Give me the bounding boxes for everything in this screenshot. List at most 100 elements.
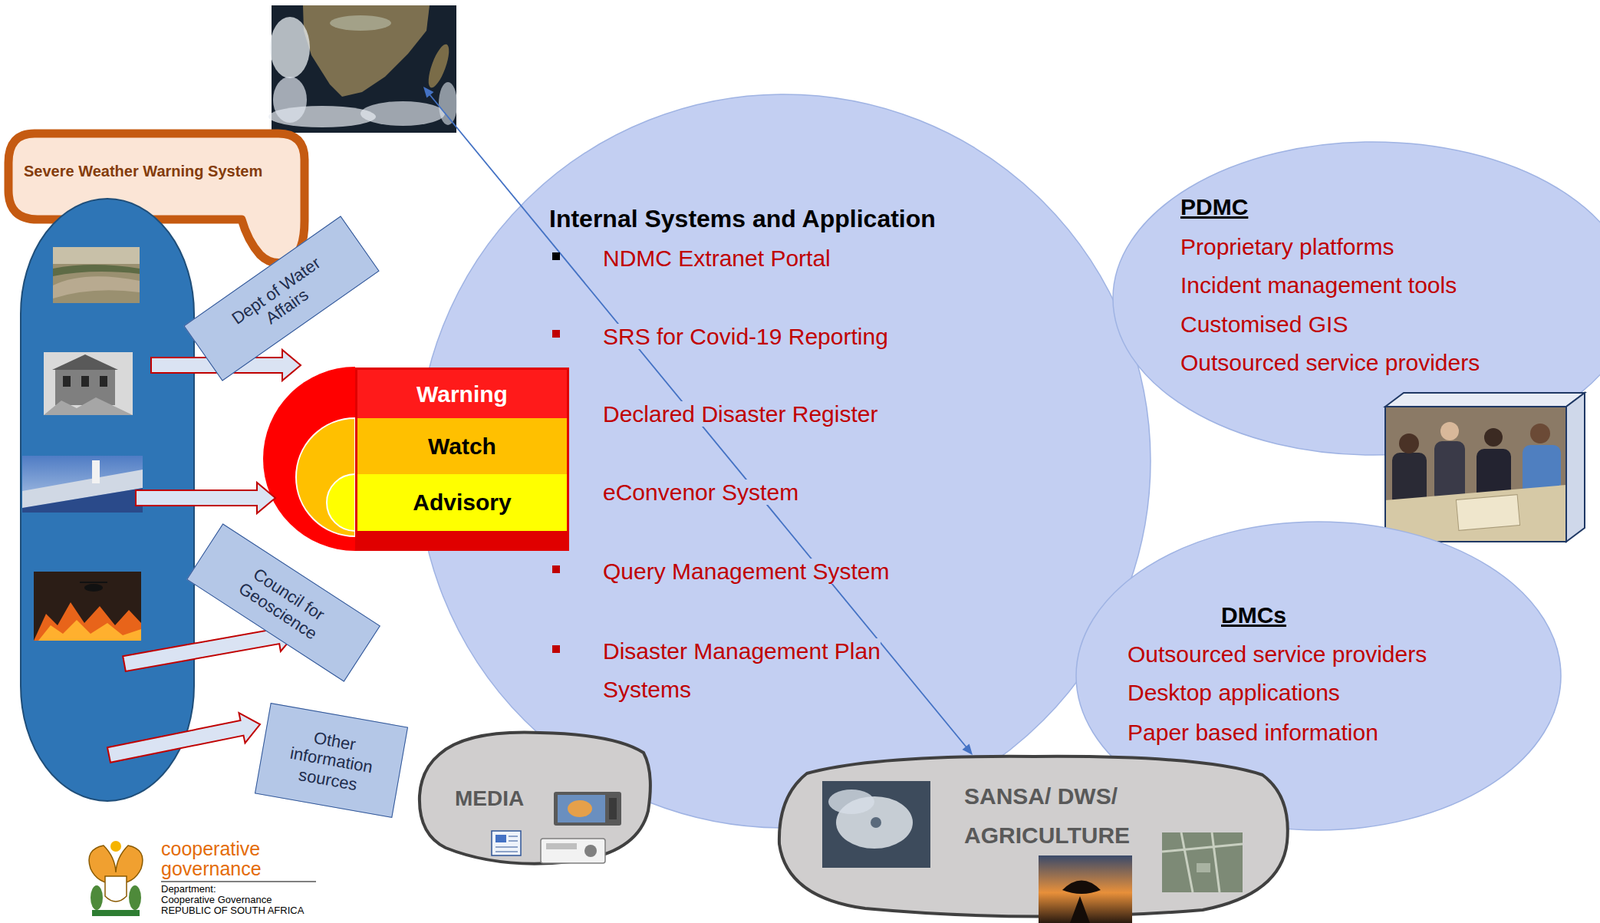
text-slot: eConvenor System xyxy=(602,473,941,512)
text-slot: MEDIA xyxy=(454,785,609,812)
cube-side xyxy=(1566,392,1585,542)
media-blob-outline xyxy=(413,724,656,871)
leader-line xyxy=(425,89,971,752)
logo-line: Cooperative Governance xyxy=(161,894,361,906)
arrow-head xyxy=(423,86,435,99)
system-item: SRS for Covid-19 Reporting xyxy=(602,323,889,349)
satellite-cloud xyxy=(360,101,445,126)
pdmc-ellipse: PDMC Proprietary platformsIncident manage… xyxy=(1112,141,1600,456)
source-box: Council for Geoscience xyxy=(186,523,381,682)
warning-disc xyxy=(263,366,356,551)
label-slot: REPUBLIC OF SOUTH AFRICA xyxy=(161,905,361,916)
bullet xyxy=(552,408,560,416)
node-art xyxy=(822,780,1243,923)
photo-bush xyxy=(52,264,140,277)
photo-water xyxy=(22,487,143,513)
photo-roof xyxy=(52,354,119,370)
bullet-list-marks xyxy=(552,252,560,653)
photo-rotor xyxy=(79,581,108,583)
arrow-head xyxy=(962,743,974,755)
flood-photo xyxy=(52,246,140,303)
photo-person xyxy=(1440,421,1459,441)
alert-level-box: Advisory xyxy=(355,474,570,551)
bullet xyxy=(552,252,560,261)
source-box: Other information sources xyxy=(254,702,409,818)
warning-system-band-outline xyxy=(3,128,310,267)
source-name: Dept of Water Affairs xyxy=(220,246,343,349)
tv-screen xyxy=(557,794,606,823)
dish-silhouette xyxy=(1062,880,1101,923)
satellite-cloud xyxy=(269,16,310,79)
satellite-cloud xyxy=(273,76,307,123)
section-heading: DMCs xyxy=(1221,602,1287,628)
fire-photo xyxy=(33,571,142,641)
text-slot: Internal Systems and Application xyxy=(549,204,1041,234)
dam-photo xyxy=(22,455,143,513)
photo-person xyxy=(1484,427,1503,447)
radio-speaker xyxy=(584,844,597,857)
tool-item: Proprietary platforms xyxy=(1180,233,1394,260)
satellite-link xyxy=(423,86,973,755)
text-slot: Incident management tools xyxy=(1180,269,1580,301)
photo-person xyxy=(1434,441,1466,503)
text-slot: Desktop applications xyxy=(1127,677,1527,708)
meeting-photo xyxy=(1385,392,1585,542)
satellite-cloud xyxy=(329,15,392,31)
crest-leaf xyxy=(90,885,103,910)
bullet xyxy=(552,329,560,338)
bullet xyxy=(552,487,560,495)
photo-flames xyxy=(38,619,142,641)
node-art xyxy=(423,86,973,755)
tool-item: Incident management tools xyxy=(1180,272,1457,298)
tv-map xyxy=(567,800,593,817)
text-slot: SANSA/ DWS/ AGRICULTURE xyxy=(964,776,1164,855)
label-slot: Cooperative Governance xyxy=(161,894,361,906)
system-item: Disaster Management Plan Systems xyxy=(602,638,881,702)
aerial-photo xyxy=(1162,832,1243,893)
satellite-cloud xyxy=(438,82,458,126)
satellite-image xyxy=(268,5,458,133)
text-slot: Outsourced service providers xyxy=(1180,347,1580,379)
outline-shape xyxy=(779,756,1288,917)
radio-dial xyxy=(546,842,577,850)
advisory-disc xyxy=(326,474,356,531)
photo-table xyxy=(1385,484,1567,542)
photo-map xyxy=(1455,494,1520,531)
alert-level: Watch xyxy=(427,432,497,461)
outline-shape xyxy=(419,732,651,864)
newspaper-line xyxy=(508,840,518,842)
coat-of-arms xyxy=(88,840,143,916)
alert-half-discs xyxy=(263,366,356,551)
tv-knobs xyxy=(609,797,617,820)
storm-photo xyxy=(822,780,931,868)
photo-helicopter xyxy=(84,583,103,592)
system-title: Severe Weather Warning System xyxy=(23,162,263,180)
system-item: Declared Disaster Register xyxy=(602,401,878,427)
node-art xyxy=(1385,392,1585,542)
newspaper-line xyxy=(495,846,518,848)
bullet xyxy=(552,645,560,653)
storm-eye xyxy=(870,816,882,828)
photo-ground xyxy=(33,571,142,641)
photo-ground xyxy=(43,352,133,415)
logo-line: Department: xyxy=(161,883,361,895)
text-slot: NDMC Extranet Portal xyxy=(602,239,941,278)
photo-ground xyxy=(52,246,140,303)
group-name: SANSA/ DWS/ AGRICULTURE xyxy=(964,783,1130,848)
bullet xyxy=(552,565,560,573)
text-slot: Disaster Management Plan Systems xyxy=(602,632,941,709)
tool-item: Outsourced service providers xyxy=(1180,349,1480,376)
section-heading: PDMC xyxy=(1180,194,1248,220)
text-slot: Outsourced service providers xyxy=(1127,638,1527,670)
alert-level: Advisory xyxy=(412,488,511,517)
text-slot: Paper based information xyxy=(1127,717,1527,748)
satellite-land xyxy=(302,5,430,97)
photo-rubble xyxy=(43,397,133,415)
tv-icon xyxy=(553,791,622,826)
tool-item: Customised GIS xyxy=(1180,311,1348,337)
section-heading: Internal Systems and Application xyxy=(549,204,936,233)
crest-base xyxy=(92,909,140,916)
text-slot: Proprietary platforms xyxy=(1180,231,1580,263)
text-slot: DMCs xyxy=(1221,600,1452,630)
media-blob: MEDIA xyxy=(413,724,656,871)
